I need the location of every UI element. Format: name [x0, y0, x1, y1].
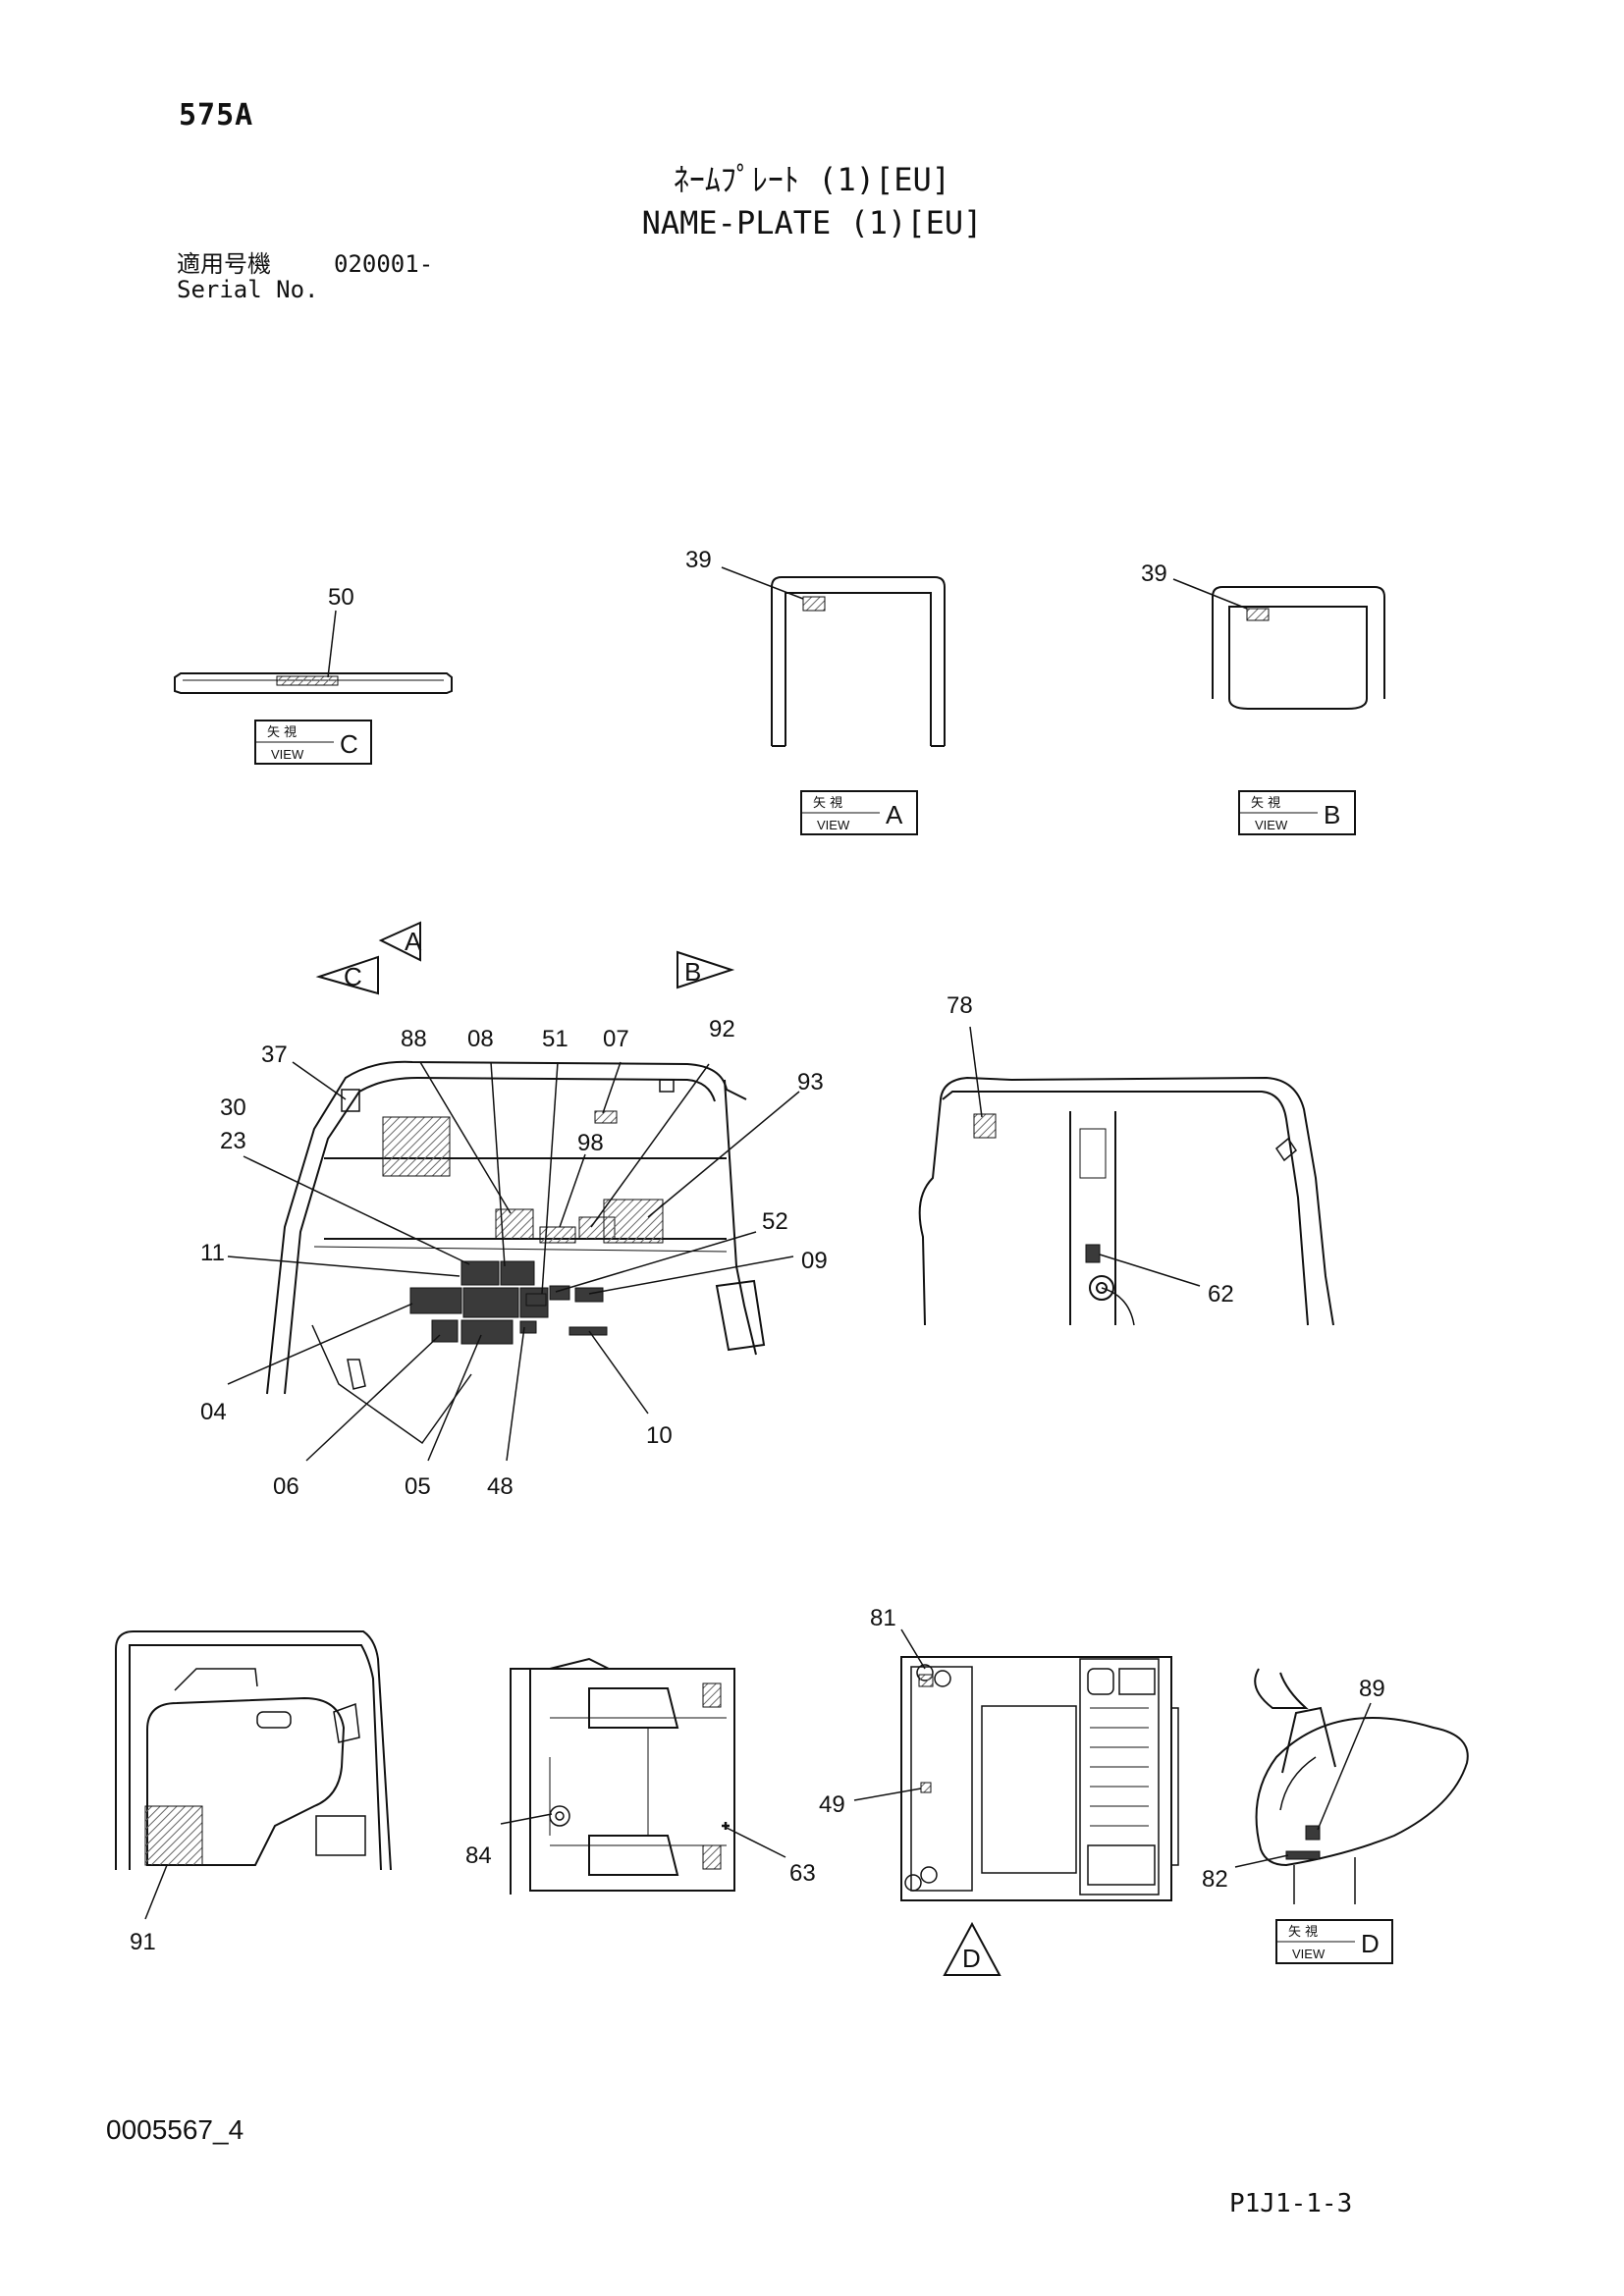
callout-62: 62 — [1208, 1281, 1234, 1308]
view-c-strip — [174, 672, 453, 694]
callout-04: 04 — [200, 1399, 227, 1425]
plate-07 — [594, 1110, 618, 1124]
callout-08: 08 — [467, 1026, 494, 1052]
callout-78: 78 — [947, 992, 973, 1019]
callout-92: 92 — [709, 1016, 735, 1042]
plate-39-view-a — [802, 596, 826, 612]
view-d-letter: D — [1361, 1929, 1380, 1958]
callout-07: 07 — [603, 1026, 629, 1052]
view-b-label-en: VIEW — [1255, 818, 1288, 832]
callout-63: 63 — [789, 1860, 816, 1887]
view-c-label-en: VIEW — [271, 747, 304, 762]
console-view-top — [900, 1656, 1179, 1901]
leaders-main — [227, 1061, 800, 1462]
view-b-label-jp: 矢 視 — [1251, 796, 1280, 811]
view-a-label: 矢 視 VIEW A — [800, 790, 918, 835]
title-japanese: ﾈｰﾑﾌﾟﾚｰﾄ (1)[EU] — [673, 161, 951, 198]
serial-label-en: Serial No. — [177, 276, 319, 303]
callout-49: 49 — [819, 1791, 845, 1818]
view-c-arrow: C — [315, 955, 379, 995]
callout-numbers: 50 39 39 37 30 23 11 04 06 05 48 10 09 5… — [130, 547, 1385, 1955]
callout-30: 30 — [220, 1095, 246, 1121]
plate-51 — [525, 1293, 547, 1307]
plate-50 — [276, 675, 339, 686]
plate-08 — [500, 1260, 535, 1286]
plate-62 — [1085, 1244, 1101, 1263]
callout-93: 93 — [797, 1069, 824, 1095]
cab-interior-left — [266, 1060, 766, 1445]
plate-05 — [460, 1319, 514, 1345]
callout-09: 09 — [801, 1248, 828, 1274]
callout-98: 98 — [577, 1130, 604, 1156]
callout-05: 05 — [405, 1473, 431, 1500]
view-b-letter: B — [1324, 800, 1340, 829]
plate-11 — [460, 1260, 500, 1286]
plate-81 — [918, 1674, 934, 1687]
callout-89: 89 — [1359, 1676, 1385, 1702]
callout-51: 51 — [542, 1026, 568, 1052]
callout-39-view-a: 39 — [685, 547, 712, 573]
callout-91: 91 — [130, 1929, 156, 1955]
plate-48 — [519, 1320, 537, 1334]
plate-23 — [462, 1287, 519, 1318]
view-a-arrow: A — [378, 921, 422, 962]
callout-88: 88 — [401, 1026, 427, 1052]
page-code: P1J1-1-3 — [1229, 2189, 1353, 2218]
callout-37: 37 — [261, 1041, 288, 1068]
plate-93 — [603, 1199, 664, 1244]
plate-91 — [144, 1805, 203, 1866]
callout-82: 82 — [1202, 1866, 1228, 1893]
callout-52: 52 — [762, 1208, 788, 1235]
view-a-arrow-letter: A — [405, 927, 422, 956]
plate-82 — [1285, 1850, 1321, 1860]
callout-06: 06 — [273, 1473, 299, 1500]
view-d-arrow-letter: D — [962, 1944, 981, 1973]
view-d-label-jp: 矢 視 — [1288, 1925, 1318, 1940]
model-code: 575A — [179, 98, 254, 133]
view-c-label-jp: 矢 視 — [267, 725, 297, 740]
view-b-arrow: B — [677, 950, 735, 989]
view-a-label-jp: 矢 視 — [813, 796, 842, 811]
view-c-letter: C — [340, 729, 358, 759]
view-a-frame — [771, 576, 946, 747]
callout-84: 84 — [465, 1842, 492, 1869]
joystick-view — [1254, 1668, 1469, 1904]
view-b-label: 矢 視 VIEW B — [1238, 790, 1356, 835]
callout-81: 81 — [870, 1605, 896, 1631]
view-d-label-en: VIEW — [1292, 1947, 1326, 1961]
plate-09 — [574, 1287, 604, 1303]
view-c-arrow-letter: C — [344, 962, 362, 991]
plate-39-view-b — [1246, 608, 1270, 621]
plate-37 — [382, 1116, 451, 1177]
callout-10: 10 — [646, 1422, 673, 1449]
callout-50: 50 — [328, 584, 354, 611]
plate-10 — [568, 1326, 608, 1336]
document-number: 0005567_4 — [106, 2114, 244, 2145]
view-b-frame — [1212, 586, 1385, 710]
serial-label-jp: 適用号機 — [177, 250, 271, 278]
serial-value: 020001- — [334, 250, 434, 278]
view-c-label: 矢 視 VIEW C — [254, 720, 372, 765]
callout-39-view-b: 39 — [1141, 561, 1167, 587]
plate-78 — [973, 1113, 997, 1139]
callout-48: 48 — [487, 1473, 514, 1500]
serial-block: 適用号機 020001- Serial No. — [177, 251, 433, 302]
plate-63 — [722, 1822, 730, 1830]
view-b-arrow-letter: B — [684, 957, 701, 987]
cab-interior-right — [918, 1076, 1334, 1326]
plate-04 — [409, 1287, 462, 1314]
callout-11: 11 — [200, 1240, 225, 1266]
console-view-side — [510, 1657, 735, 1895]
view-a-letter: A — [886, 800, 903, 829]
plate-49 — [920, 1782, 932, 1793]
plate-89 — [1305, 1825, 1321, 1841]
view-d-arrow: D — [943, 1921, 1001, 1976]
callout-23: 23 — [220, 1128, 246, 1154]
plate-98 — [539, 1226, 576, 1244]
title-english: NAME-PLATE (1)[EU] — [641, 204, 983, 241]
view-a-label-en: VIEW — [817, 818, 850, 832]
door-view — [115, 1630, 392, 1871]
view-d-label: 矢 視 VIEW D — [1275, 1919, 1393, 1964]
